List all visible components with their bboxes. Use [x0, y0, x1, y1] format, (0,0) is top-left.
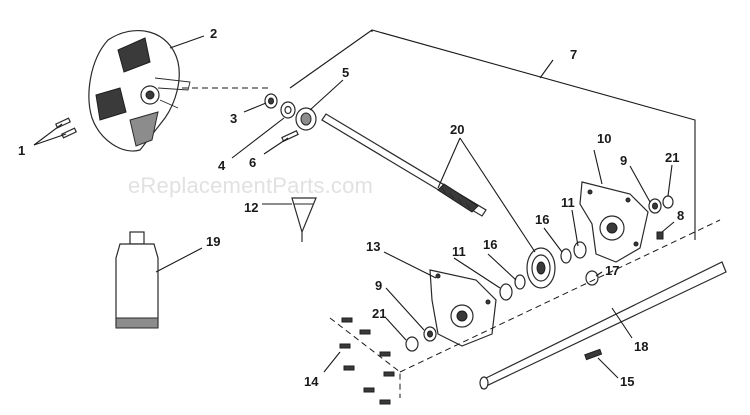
callout-5: 5	[342, 65, 349, 80]
impeller	[88, 29, 191, 152]
thrust-washer-16a	[514, 274, 526, 290]
callout-19: 19	[206, 234, 220, 249]
lube-bottle	[115, 231, 159, 329]
callout-21-lower: 21	[372, 306, 386, 321]
gear-housing-left	[429, 269, 497, 347]
shear-bolt-15	[584, 348, 603, 361]
callout-12: 12	[244, 200, 258, 215]
callout-6: 6	[249, 155, 256, 170]
callout-16-left: 16	[483, 237, 497, 252]
grease-tube	[291, 197, 317, 242]
key-6	[281, 130, 299, 142]
callout-2: 2	[210, 26, 217, 41]
callout-20: 20	[450, 122, 464, 137]
thrust-washer-11b	[573, 241, 587, 259]
thrust-washer-11a	[499, 283, 513, 301]
housing-screws	[339, 317, 395, 405]
callout-3: 3	[230, 111, 237, 126]
callout-10: 10	[597, 131, 611, 146]
callout-16-right: 16	[535, 212, 549, 227]
callout-18: 18	[634, 339, 648, 354]
watermark-text: eReplacementParts.com	[128, 173, 373, 198]
shear-pins	[55, 117, 77, 139]
plug-8	[656, 231, 664, 240]
bushing-17	[585, 270, 599, 286]
gear-housing-right	[579, 181, 649, 263]
assembly-bracket-lines	[289, 29, 696, 240]
auger-axle	[399, 219, 727, 390]
callout-11-left: 11	[452, 244, 466, 259]
washer-21a	[662, 195, 674, 209]
bearing-5	[295, 107, 317, 131]
worm-gear	[526, 247, 556, 289]
spacer-5	[280, 101, 296, 119]
callout-4: 4	[218, 158, 226, 173]
washer-21b	[405, 336, 419, 352]
callout-1: 1	[18, 143, 25, 158]
callout-21-upper: 21	[665, 150, 679, 165]
fastener-dashed-outline	[329, 317, 401, 398]
callout-14: 14	[304, 374, 319, 389]
leader-lines	[33, 35, 675, 379]
callout-17: 17	[605, 263, 619, 278]
bearing-9b	[423, 326, 437, 342]
washer-3	[264, 93, 278, 109]
callout-13: 13	[366, 239, 380, 254]
callout-9-lower: 9	[375, 278, 382, 293]
thrust-washer-16b	[560, 248, 572, 264]
callout-15: 15	[620, 374, 634, 389]
callout-9-upper: 9	[620, 153, 627, 168]
worm-shaft	[321, 113, 487, 217]
bearing-9a	[648, 198, 662, 214]
callout-7: 7	[570, 47, 577, 62]
callout-8: 8	[677, 208, 684, 223]
callout-11-right: 11	[561, 195, 575, 210]
